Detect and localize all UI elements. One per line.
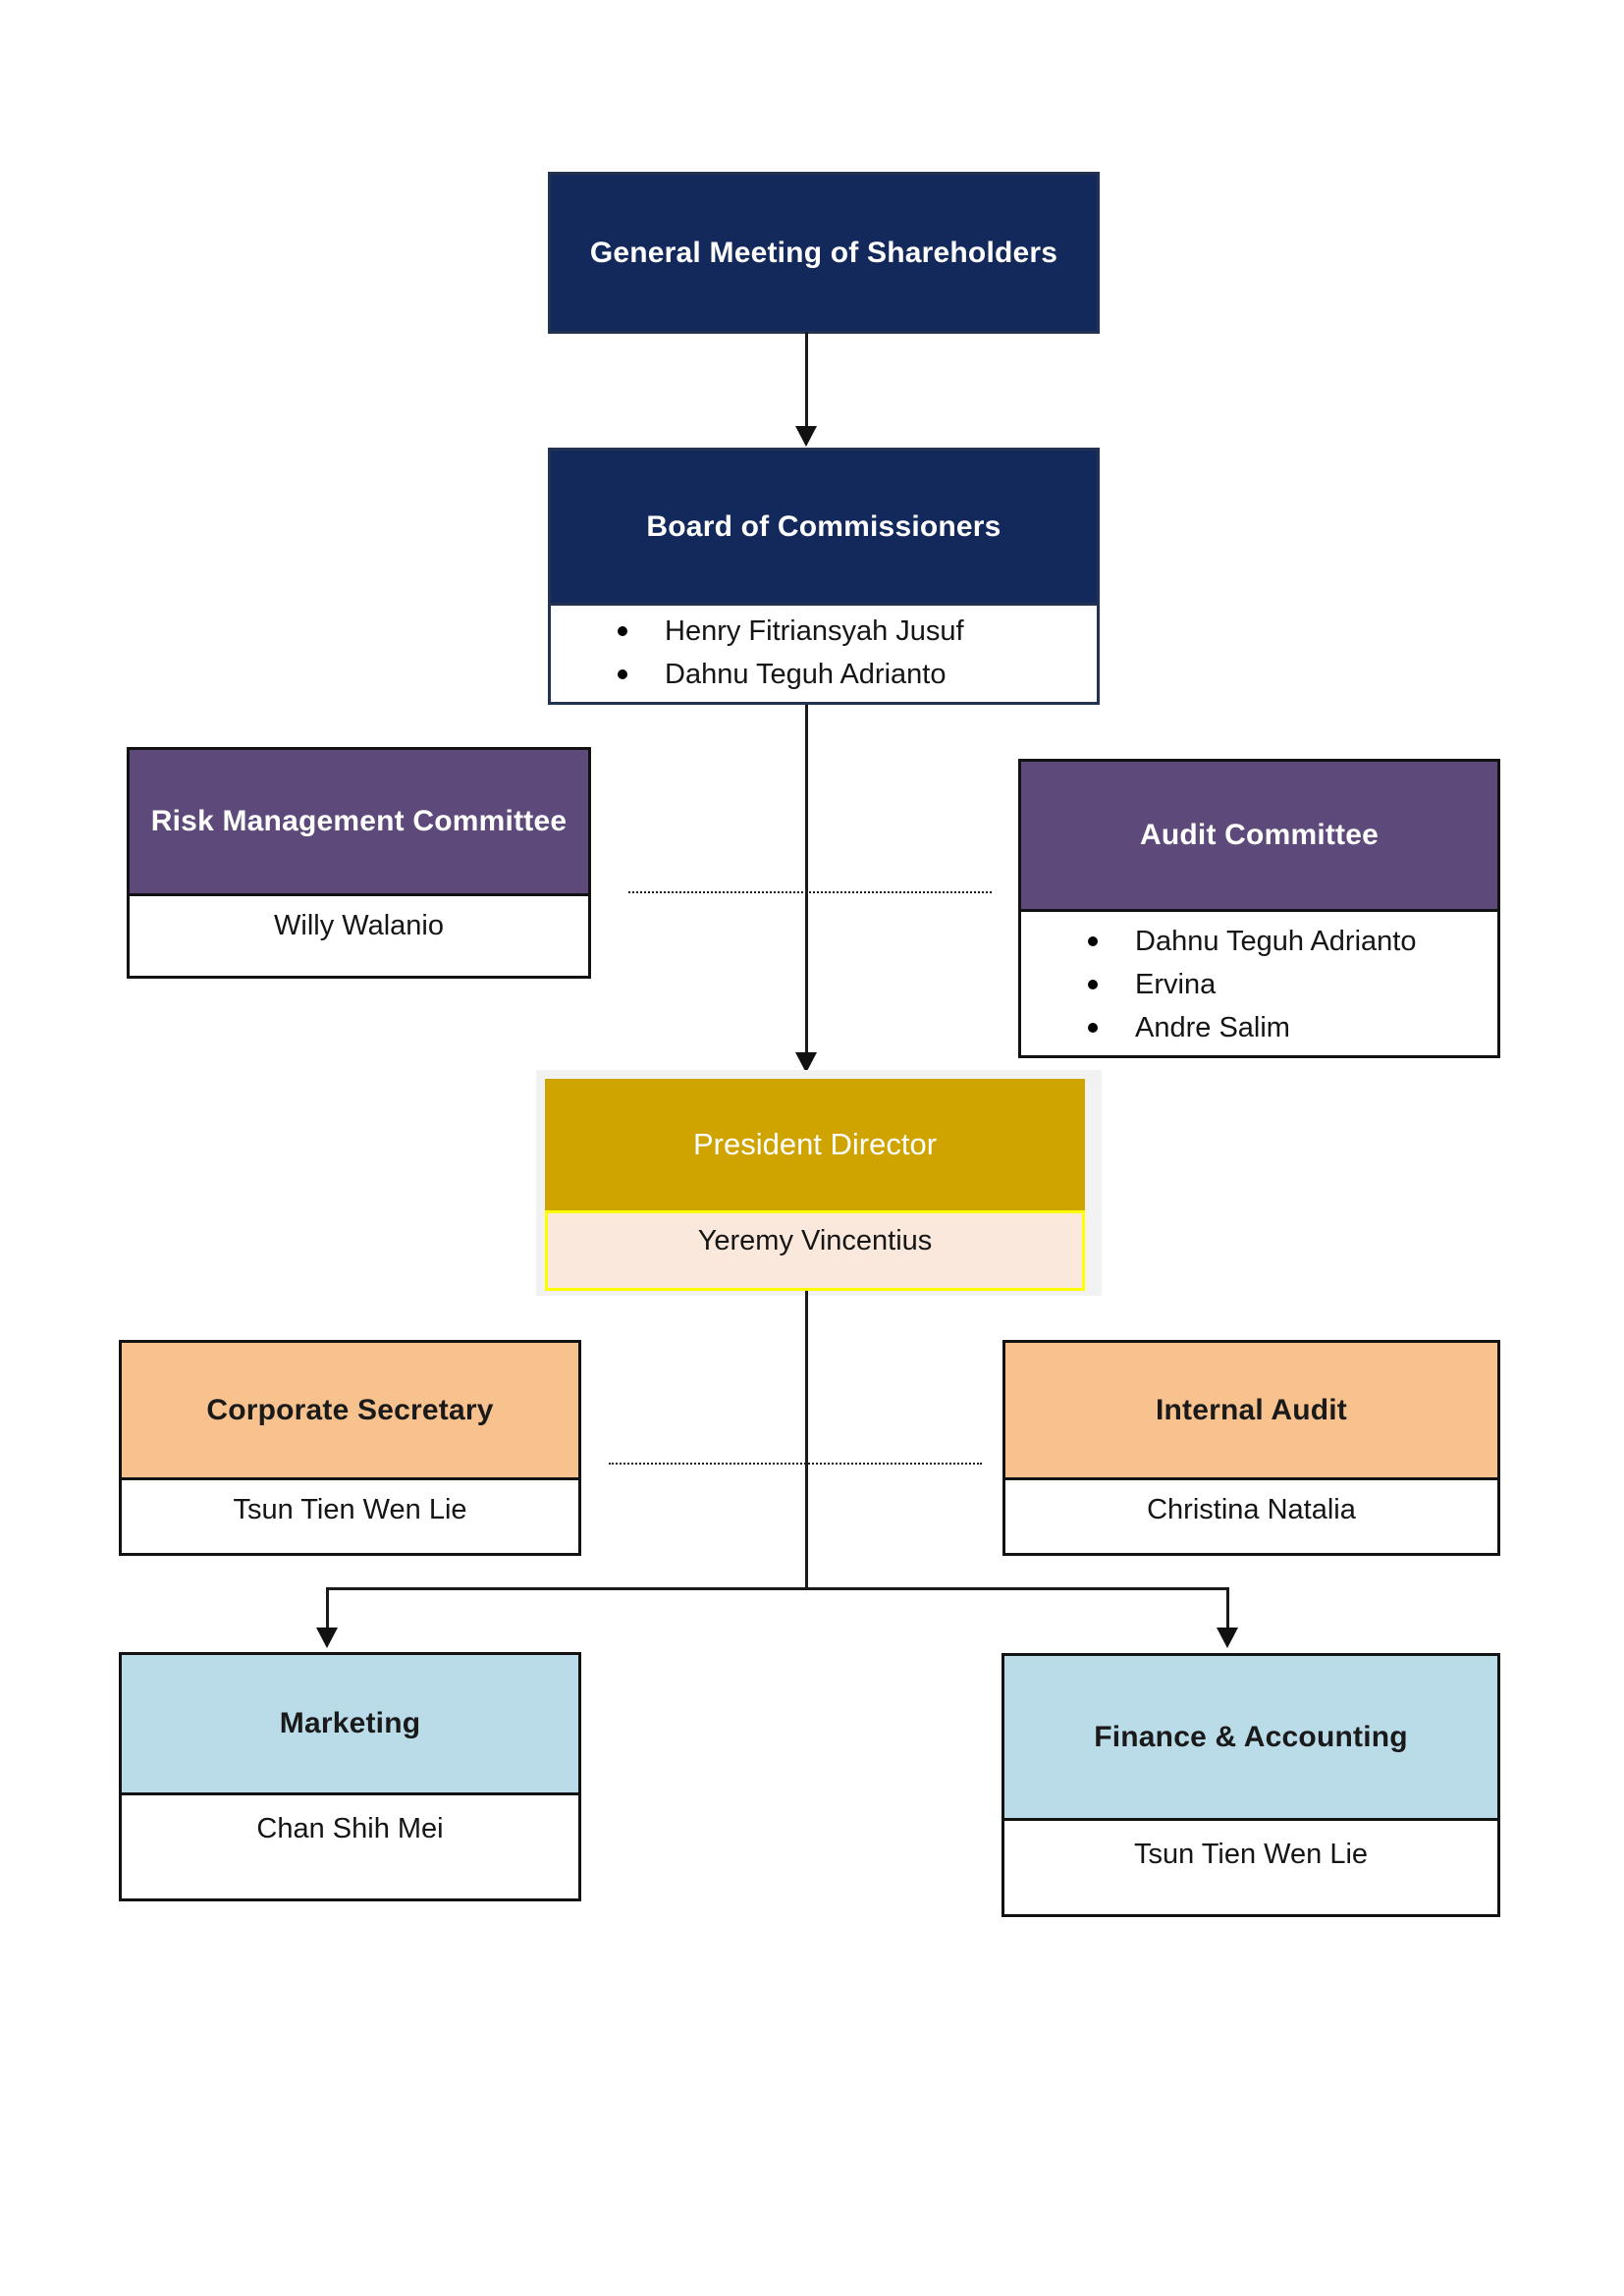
member-name: Christina Natalia — [1147, 1494, 1356, 1525]
bullet-icon — [1088, 980, 1098, 989]
node-internal-audit[interactable]: Internal Audit Christina Natalia — [1002, 1340, 1500, 1556]
node-members: Willy Walanio — [130, 896, 588, 976]
node-general-meeting-of-shareholders[interactable]: General Meeting of Shareholders — [548, 172, 1100, 334]
node-title: Marketing — [122, 1655, 578, 1795]
node-title: Finance & Accounting — [1004, 1656, 1497, 1821]
node-members: Tsun Tien Wen Lie — [122, 1480, 578, 1553]
member-item: Andre Salim — [1088, 1006, 1497, 1049]
bullet-icon — [618, 669, 627, 679]
member-item: Henry Fitriansyah Jusuf — [618, 610, 1097, 653]
member-name: Dahnu Teguh Adrianto — [1135, 925, 1417, 957]
connector-drop-to-finance — [1226, 1587, 1229, 1629]
dotted-connector-staff-units — [609, 1463, 982, 1465]
bullet-icon — [1088, 936, 1098, 946]
node-members: Christina Natalia — [1005, 1480, 1497, 1553]
member-name: Yeremy Vincentius — [697, 1225, 933, 1256]
connector-gms-to-boc — [805, 332, 808, 428]
node-board-of-commissioners[interactable]: Board of Commissioners Henry Fitriansyah… — [548, 448, 1100, 705]
node-title: Audit Committee — [1021, 762, 1497, 912]
connector-president-to-departments — [805, 1291, 808, 1590]
member-name: Chan Shih Mei — [256, 1813, 444, 1844]
node-members: Tsun Tien Wen Lie — [1004, 1821, 1497, 1914]
member-name: Tsun Tien Wen Lie — [1133, 1839, 1369, 1870]
member-item: Ervina — [1088, 963, 1497, 1006]
node-members: Dahnu Teguh Adrianto Ervina Andre Salim — [1021, 912, 1497, 1055]
member-name: Ervina — [1135, 968, 1217, 1000]
member-item: Dahnu Teguh Adrianto — [618, 653, 1097, 696]
connector-drop-to-marketing — [326, 1587, 329, 1629]
member-name: Andre Salim — [1135, 1011, 1290, 1043]
node-corporate-secretary[interactable]: Corporate Secretary Tsun Tien Wen Lie — [119, 1340, 581, 1556]
member-name: Willy Walanio — [274, 910, 444, 941]
node-title: Corporate Secretary — [122, 1343, 578, 1480]
arrowhead-down-icon — [316, 1628, 338, 1648]
node-title: Board of Commissioners — [551, 451, 1097, 606]
dotted-connector-committees — [628, 891, 992, 893]
node-title: General Meeting of Shareholders — [551, 175, 1097, 331]
node-members: Henry Fitriansyah Jusuf Dahnu Teguh Adri… — [551, 606, 1097, 702]
node-president-director[interactable]: President Director — [545, 1079, 1085, 1210]
node-marketing[interactable]: Marketing Chan Shih Mei — [119, 1652, 581, 1901]
node-members: Chan Shih Mei — [122, 1795, 578, 1898]
arrowhead-down-icon — [1217, 1628, 1238, 1648]
bullet-icon — [1088, 1023, 1098, 1033]
node-president-director-body[interactable]: Yeremy Vincentius — [545, 1210, 1085, 1291]
arrowhead-down-icon — [795, 426, 817, 447]
member-name: Dahnu Teguh Adrianto — [665, 658, 947, 690]
connector-split-bar — [327, 1587, 1229, 1590]
connector-boc-to-president-director — [805, 705, 808, 1056]
node-title: Internal Audit — [1005, 1343, 1497, 1480]
node-finance-accounting[interactable]: Finance & Accounting Tsun Tien Wen Lie — [1001, 1653, 1500, 1917]
node-risk-management-committee[interactable]: Risk Management Committee Willy Walanio — [127, 747, 591, 979]
member-item: Dahnu Teguh Adrianto — [1088, 920, 1497, 963]
bullet-icon — [618, 626, 627, 636]
member-name: Tsun Tien Wen Lie — [233, 1494, 467, 1525]
node-title: Risk Management Committee — [130, 750, 588, 896]
node-audit-committee[interactable]: Audit Committee Dahnu Teguh Adrianto Erv… — [1018, 759, 1500, 1058]
arrowhead-down-icon — [795, 1052, 817, 1073]
member-name: Henry Fitriansyah Jusuf — [665, 614, 964, 647]
